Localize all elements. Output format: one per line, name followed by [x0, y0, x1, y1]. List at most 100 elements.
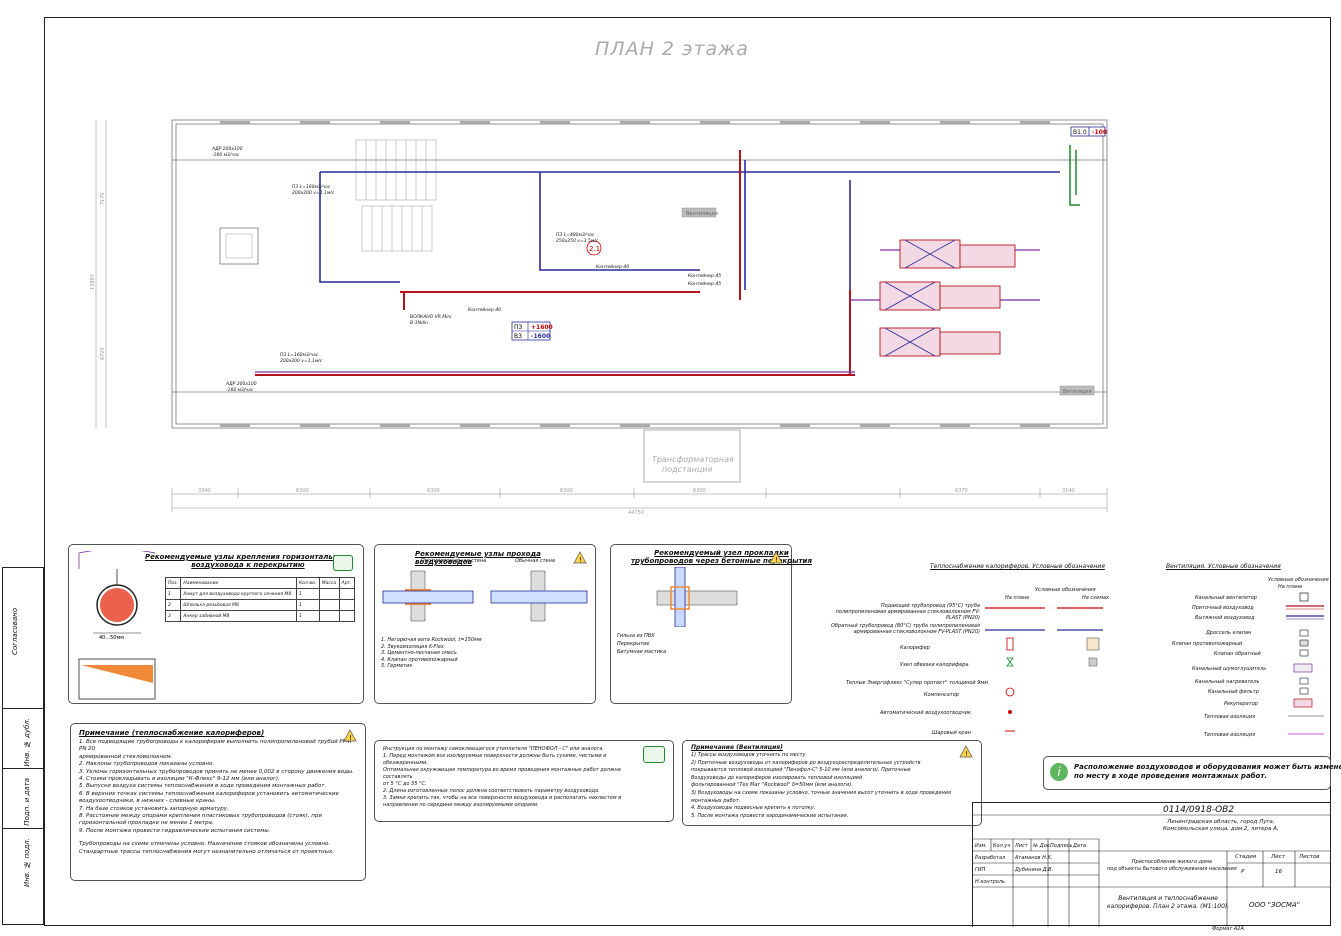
- install-notes-panel: Инструкция по монтажу самоклеющегося уте…: [374, 740, 674, 822]
- passage-sub-left: Противопожарная стена: [421, 558, 487, 564]
- dim-bottom: 3140: [1062, 488, 1075, 494]
- info-text: Расположение воздуховодов и оборудования…: [1074, 763, 1341, 780]
- slab-label: Гильза из ПВХ: [617, 633, 655, 639]
- legend-row: Теплые Энергофлекс "Супер протект" толщи…: [846, 680, 988, 686]
- vent-row: Приточный воздуховод: [1192, 605, 1254, 611]
- passage-note: 1. Негорючая вата Rockwool, t=150мм: [381, 637, 482, 643]
- duct-label: ВОЛКАНО VR Mini: [410, 314, 452, 320]
- vent-row: Рекуператор: [1224, 701, 1258, 707]
- vent-notes-panel: Примечание (Вентиляция) 1) Трассы воздух…: [682, 740, 982, 826]
- stamp-role: Разработал: [975, 855, 1006, 861]
- dim-bottom: 6300: [693, 488, 706, 494]
- zone-label: Контейнер-45: [688, 273, 721, 279]
- tool-icon: [643, 746, 665, 763]
- duct-label: АДР 200х100: [225, 381, 257, 387]
- vent-row: Канальный фильтр: [1208, 689, 1259, 695]
- slab-label: Битумная мастика: [617, 649, 667, 655]
- note-line: 3) Воздуховоды на схеме показаны условно…: [691, 789, 952, 796]
- heating-legend-symbols: [985, 607, 1103, 732]
- vent-row: Вытяжной воздуховод: [1195, 615, 1255, 621]
- passage-sketch: [382, 570, 588, 622]
- note-line: 7. На базе стояков установить запорную а…: [79, 805, 229, 812]
- vent-row: Клапан обратный: [1214, 651, 1261, 657]
- cell: Шпилька резьбовая М8: [180, 599, 297, 611]
- stamp-header: Изм.: [975, 843, 987, 849]
- svg-text:!: !: [965, 750, 968, 758]
- note-line: армированной стекловолокном.: [79, 753, 173, 760]
- zone-label: Контейнер-40: [596, 264, 629, 270]
- vent-legend-title: Вентиляция. Условные обозначения: [1166, 563, 1281, 570]
- th-qty: Кол-во.: [295, 577, 320, 589]
- stamp-person: Атаманов Н.К.: [1015, 855, 1053, 861]
- svg-text:!: !: [579, 556, 582, 564]
- note-line: 5. Выпуски воздуха системы теплоснабжени…: [79, 783, 327, 790]
- note-line: 3. Замки крепить так, чтобы на все повер…: [383, 795, 622, 801]
- note-line: 6. В верхних точках системы теплоснабжен…: [79, 790, 339, 797]
- dim-bottom: 6300: [560, 488, 573, 494]
- passage-note: 3. Цементно-песчаная смесь: [381, 650, 457, 656]
- slab-label: Перекрытие: [617, 641, 650, 647]
- legend-row: Шаровый кран: [932, 730, 971, 736]
- cell: 1: [164, 588, 182, 600]
- vent-legend-symbols: [1286, 592, 1324, 735]
- substation-label-1: Трансформаторная: [652, 455, 734, 464]
- vent-notes-body: 1) Трассы воздуховодов уточнить по месту…: [691, 752, 976, 820]
- passage-note: 5. Герметик: [381, 663, 413, 669]
- note-line: 1. Все подводящие трубопроводы к калориф…: [79, 739, 352, 753]
- th-mass: Масса: [318, 577, 340, 589]
- cell: 3: [164, 610, 182, 622]
- th-name: Наименование: [180, 577, 297, 589]
- legend-row: Подающий трубопровод (95°С) труба полипр…: [835, 603, 980, 621]
- duct-label: 250х250 v=3,5м/с: [556, 238, 599, 244]
- slab-sketch: [656, 567, 738, 627]
- passage-sub-right: Обычная стена: [515, 558, 555, 564]
- stamp-stage-header: Листов: [1299, 854, 1320, 860]
- badge-p3-value: +1600: [531, 324, 553, 331]
- stamp-header: Кол.уч: [993, 843, 1011, 849]
- vent-row: Тепловая изоляция: [1204, 732, 1256, 738]
- note-line: Стандартные трассы теплоснабжения могут …: [79, 848, 334, 855]
- vent-row: Канальный шумоглушитель: [1192, 666, 1267, 672]
- dim-left: 6725: [100, 347, 106, 360]
- warning-icon: !: [959, 745, 973, 758]
- fastening-panel: Рекомендуемые узлы крепления горизонталь…: [68, 544, 364, 704]
- th-pos: Поз.: [164, 577, 182, 589]
- vent-row: Дроссель клапан: [1206, 630, 1252, 636]
- fastening-sketch: 40...50мм: [78, 551, 156, 700]
- badge-p3-label: П3: [514, 324, 523, 331]
- cell: 2: [164, 599, 182, 611]
- vent-col-title: Условные обозначения: [1268, 577, 1329, 583]
- note-line: 2) Приточные воздуховоды от калориферов …: [691, 759, 921, 766]
- passage-note: 4. Клапан противопожарный: [381, 656, 458, 663]
- room-tag: Ветиляция: [1063, 389, 1092, 395]
- duct-label: В-3Ndin: [410, 320, 428, 326]
- note-line: воздухоотводчики, в нижних - сливные кра…: [79, 798, 216, 805]
- doc-code: 0114/0918-ОВ2: [1163, 805, 1235, 815]
- vent-row: Канальный нагреватель: [1195, 679, 1260, 685]
- strip-label: Инв. № подл.: [23, 838, 31, 888]
- cell: 1: [295, 610, 320, 622]
- note-line: 4. Стояки прокладывать в изоляции "К-Фле…: [79, 776, 280, 783]
- note-line: 1. Перед монтажом все изолируемые поверх…: [383, 753, 607, 766]
- fastening-title: Рекомендуемые узлы крепления горизонталь…: [145, 553, 351, 569]
- note-line: 2. Длина изготовленных полос должна соот…: [383, 788, 600, 794]
- plan-title: ПЛАН 2 этажа: [595, 38, 749, 60]
- heating-legend-title: Теплоснабжение калориферов. Условные обо…: [930, 563, 1105, 570]
- install-notes-body: Инструкция по монтажу самоклеющегося уте…: [383, 746, 633, 809]
- vent-notes-title: Примечание (Вентиляция): [691, 744, 783, 751]
- th-art: Арт.: [338, 577, 356, 589]
- top-badge-value: -100: [1092, 129, 1107, 136]
- dim-bottom: 3340: [198, 488, 211, 494]
- duct-label: П3 L=160м3/час: [292, 184, 331, 190]
- badge-b3-label: В3: [514, 333, 522, 340]
- note-line: фольгированной "Тех Мат "Rockwool" δ=50м…: [691, 782, 853, 789]
- stamp-object: Приспособление жилого дома под объекты б…: [1107, 859, 1237, 872]
- dim-bottom: 6300: [427, 488, 440, 494]
- note-line: от 5 °С до 35 °С.: [383, 781, 427, 787]
- duct-label: -160 м3/час: [226, 387, 254, 393]
- duct-label: П3 L=480м3/час: [556, 232, 595, 238]
- note-line: Инструкция по монтажу самоклеющегося уте…: [383, 746, 605, 752]
- zone-label: Контейнер-45: [688, 281, 721, 287]
- fastening-dim: 40...50мм: [99, 635, 124, 641]
